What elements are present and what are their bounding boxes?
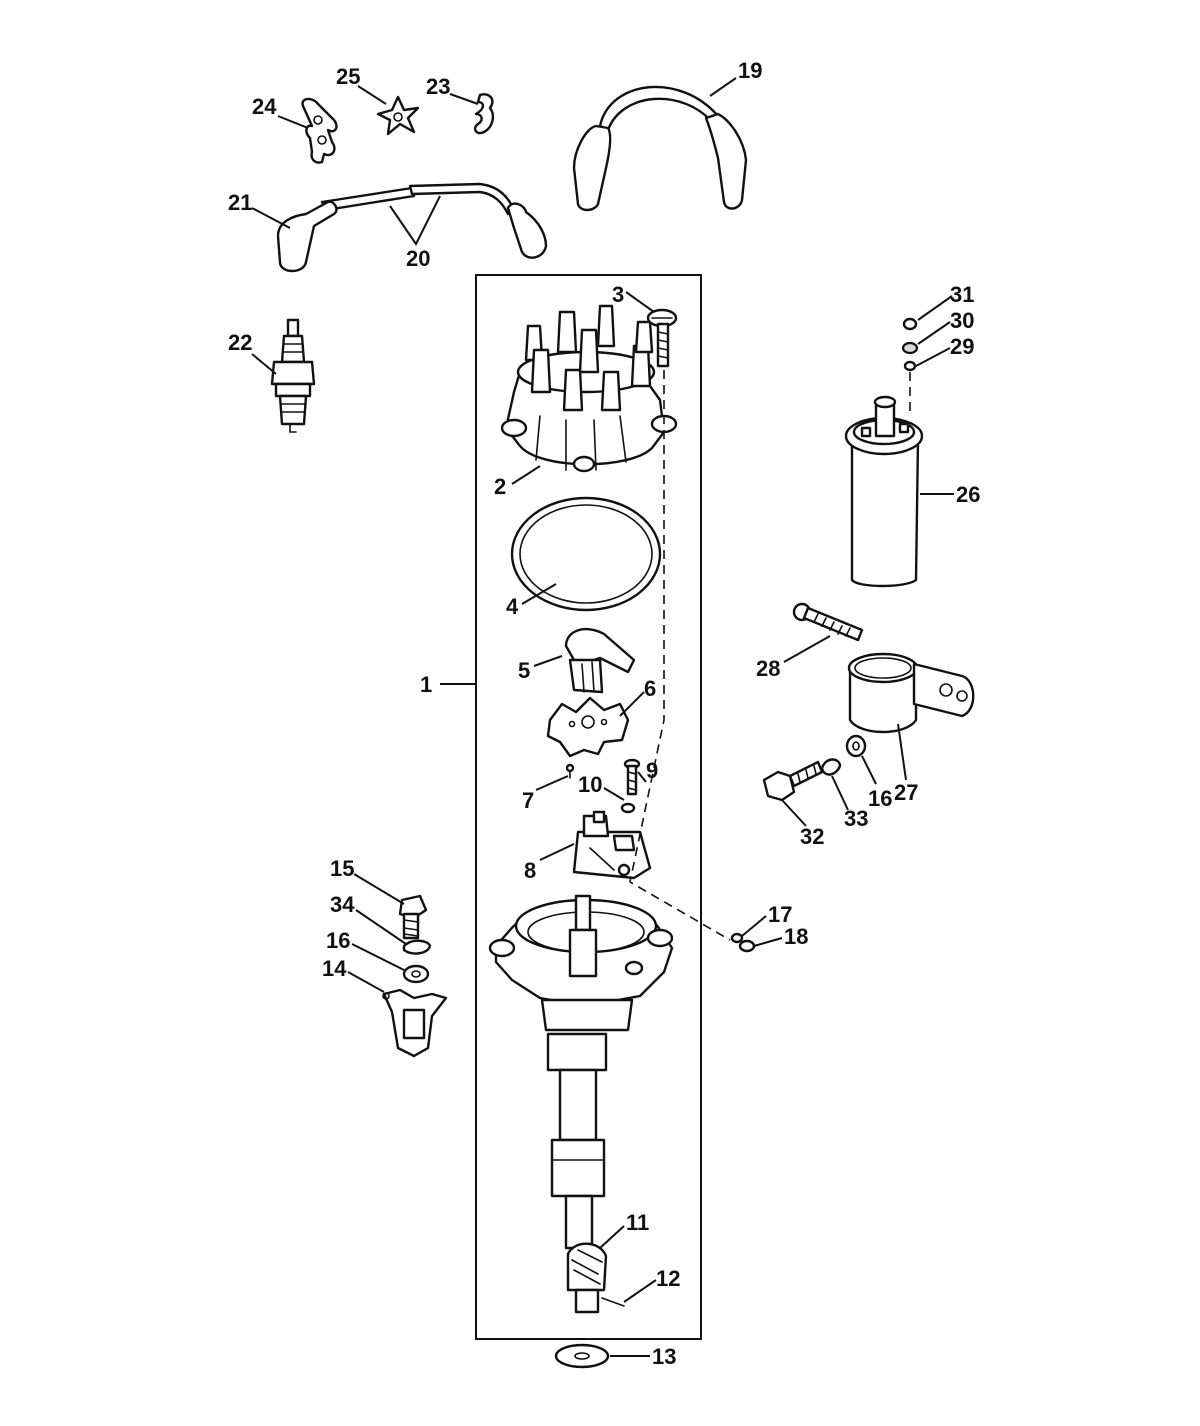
spark-plug [270, 318, 316, 433]
alignment-dashed-line [629, 370, 731, 941]
callout-16-left: 16 [326, 928, 350, 953]
thrust-washer [554, 1343, 610, 1369]
callout-19: 19 [738, 58, 762, 83]
callout-18: 18 [784, 924, 808, 949]
callout-7: 7 [522, 788, 534, 813]
callout-3: 3 [612, 282, 624, 307]
callout-2: 2 [494, 474, 506, 499]
callout-27: 27 [894, 780, 918, 805]
ignition-module [572, 810, 652, 880]
spark-plug-wires [276, 182, 548, 273]
callout-26: 26 [956, 482, 980, 507]
wire-separator-clip [301, 97, 338, 164]
cap-screw [646, 308, 678, 368]
ignition-coil [844, 395, 924, 588]
coil-bracket-bolt [792, 602, 864, 642]
callout-25: 25 [336, 64, 360, 89]
callout-31: 31 [950, 282, 974, 307]
distributor-cap [500, 304, 678, 473]
leader-lines [251, 77, 954, 1357]
star-clip [376, 95, 420, 136]
callout-32: 32 [800, 824, 824, 849]
callout-6: 6 [644, 676, 656, 701]
distributor-assembly-frame [475, 274, 702, 1340]
callout-15: 15 [330, 856, 354, 881]
coil-mounting-bracket [847, 652, 975, 734]
module-nut-and-washer [730, 932, 756, 953]
clamp-flat-washer [402, 964, 430, 984]
module-screw [623, 758, 641, 796]
distributor-hold-down-clamp [382, 988, 448, 1058]
coil-terminal-hardware [901, 317, 919, 372]
callout-8: 8 [524, 858, 536, 883]
callout-12: 12 [656, 1266, 680, 1291]
callout-34: 34 [330, 892, 355, 917]
callout-24: 24 [252, 94, 277, 119]
wire-clip [473, 93, 495, 135]
rotor [564, 627, 636, 694]
clamp-lock-washer [402, 939, 432, 955]
bracket-lock-washer [820, 758, 842, 776]
cap-seal-ring [510, 496, 662, 612]
pickup-screw-small [565, 763, 575, 779]
callout-11: 11 [626, 1210, 649, 1235]
coil-lead-wire [572, 85, 748, 212]
bracket-flat-washer [845, 734, 867, 758]
callout-23: 23 [426, 74, 450, 99]
callout-13: 13 [652, 1344, 676, 1369]
callout-30: 30 [950, 308, 974, 333]
gear-roll-pin [601, 1297, 625, 1307]
callout-14: 14 [322, 956, 347, 981]
callout-16-right: 16 [868, 786, 892, 811]
callout-33: 33 [844, 806, 868, 831]
callout-4: 4 [506, 594, 519, 619]
clamp-bolt [398, 894, 428, 940]
callout-20: 20 [406, 246, 430, 271]
callout-5: 5 [518, 658, 530, 683]
callout-28: 28 [756, 656, 780, 681]
bracket-mounting-bolt [762, 760, 824, 802]
drive-gear [566, 1242, 608, 1314]
callout-29: 29 [950, 334, 974, 359]
callout-10: 10 [578, 772, 602, 797]
callout-9: 9 [646, 758, 658, 783]
callout-21: 21 [228, 190, 252, 215]
callout-1: 1 [420, 672, 432, 697]
callout-22: 22 [228, 330, 252, 355]
module-washer [620, 802, 636, 814]
callout-17: 17 [768, 902, 792, 927]
reluctor-wheel [546, 696, 630, 758]
distributor-shaft [568, 894, 598, 978]
callout-numbers: 1 2 3 4 5 6 7 8 9 10 11 12 13 14 15 16 1… [228, 58, 980, 1369]
